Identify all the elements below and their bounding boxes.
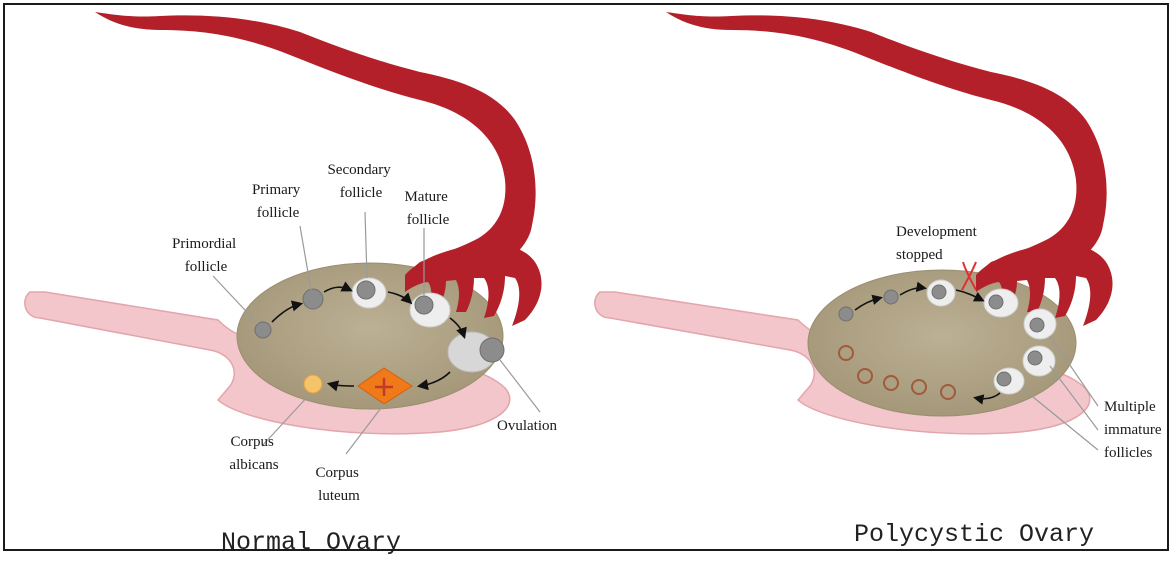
immature-follicle [984, 289, 1018, 317]
label-secondary-line1: Secondary [327, 162, 391, 178]
label-development-stopped: Development stopped [896, 224, 981, 263]
primary-follicle [884, 290, 898, 304]
label-dev-line2: stopped [896, 247, 943, 263]
label-luteum-line2: luteum [318, 488, 360, 504]
label-mature-follicle: Mature follicle [404, 189, 451, 228]
immature-follicle [994, 368, 1024, 394]
label-primary-follicle: Primary follicle [252, 182, 304, 221]
label-mature-line1: Mature [404, 189, 448, 205]
label-albicans-line1: Corpus [230, 434, 274, 450]
label-multi-line3: follicles [1104, 445, 1152, 461]
label-multiple-immature-follicles: Multiple immature follicles [1104, 399, 1165, 461]
mature-follicle [410, 293, 450, 327]
label-primordial-line1: Primordial [172, 236, 236, 252]
immature-follicle [1024, 309, 1056, 339]
label-primary-line2: follicle [257, 205, 300, 221]
fallopian-tube [95, 12, 536, 272]
primary-follicle [303, 289, 323, 309]
polycystic-ovary-caption: Polycystic Ovary [854, 520, 1094, 549]
label-multi-line2: immature [1104, 422, 1162, 438]
label-secondary-follicle: Secondary follicle [327, 162, 394, 201]
secondary-follicle [927, 280, 955, 306]
primordial-follicle [839, 307, 853, 321]
label-albicans-line2: albicans [229, 457, 278, 473]
normal-ovary-panel: Primordial follicle Primary follicle Sec… [25, 12, 558, 557]
secondary-follicle [352, 278, 386, 308]
label-ovulation: Ovulation [497, 418, 557, 434]
label-primordial-line2: follicle [185, 259, 228, 275]
label-primary-line1: Primary [252, 182, 301, 198]
label-ovulation-line1: Ovulation [497, 418, 557, 434]
label-corpus-luteum: Corpus luteum [315, 465, 362, 504]
immature-follicle [1023, 346, 1055, 376]
primordial-follicle [255, 322, 271, 338]
label-primordial-follicle: Primordial follicle [172, 236, 240, 275]
polycystic-ovary-panel: Development stopped Multiple immature fo… [595, 12, 1165, 549]
corpus-albicans-shape [304, 375, 322, 393]
label-multi-line1: Multiple [1104, 399, 1156, 415]
normal-ovary-caption: Normal Ovary [221, 528, 401, 557]
label-secondary-line2: follicle [340, 185, 383, 201]
fallopian-tube [666, 12, 1107, 272]
label-mature-line2: follicle [407, 212, 450, 228]
label-luteum-line1: Corpus [315, 465, 359, 481]
label-dev-line1: Development [896, 224, 978, 240]
label-corpus-albicans: Corpus albicans [229, 434, 278, 473]
